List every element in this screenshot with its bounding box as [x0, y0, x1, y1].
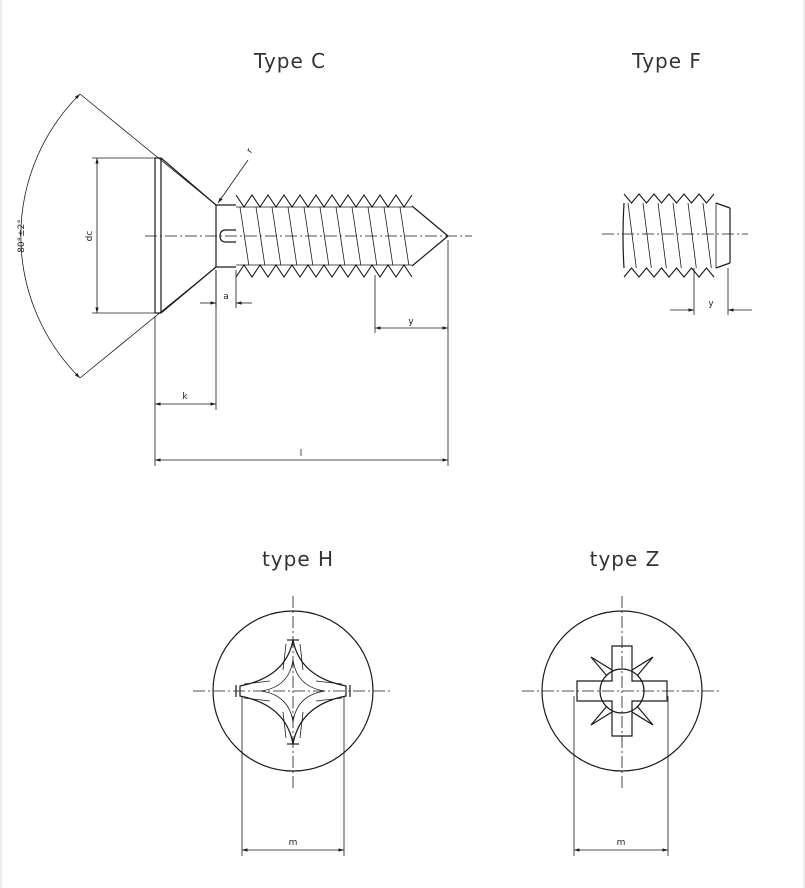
a-label: a — [223, 292, 229, 302]
type-f-y-label: y — [708, 299, 714, 309]
type-h-m-dimension: m — [241, 696, 345, 856]
l-label: l — [300, 449, 303, 459]
type-z-m-dimension: m — [573, 696, 669, 856]
r-label: r — [245, 147, 256, 155]
type-f-title: Type F — [631, 49, 702, 73]
type-c-title: Type C — [253, 49, 326, 73]
type-c-screw — [154, 157, 449, 314]
angle-label: 80°±2° — [17, 219, 27, 253]
type-h-title: type H — [262, 547, 334, 571]
type-c-y-label: y — [408, 317, 414, 327]
type-h-recess — [193, 596, 393, 788]
r-leader: r — [217, 147, 256, 204]
type-z-title: type Z — [590, 547, 661, 571]
dc-label: dc — [85, 231, 95, 242]
type-f-thread-flanks — [627, 202, 712, 269]
type-c-thread-bottom — [235, 264, 413, 278]
type-f-thread-top — [623, 193, 715, 204]
type-f-thread-bottom — [623, 267, 715, 278]
type-c-y-dimension: y — [374, 240, 449, 333]
type-z-m-label: m — [617, 838, 626, 848]
l-dimension: l — [154, 333, 449, 466]
type-f-screw — [622, 193, 731, 278]
k-label: k — [182, 392, 188, 402]
type-c-thread-top — [235, 194, 413, 208]
dc-dimension: dc — [85, 157, 155, 314]
angle-dimension: 80°±2° — [17, 93, 217, 379]
type-f-y-dimension: y — [670, 268, 752, 315]
k-dimension: k — [154, 270, 217, 410]
type-h-m-label: m — [289, 838, 298, 848]
type-z-recess — [522, 596, 722, 788]
a-dimension: a — [200, 270, 252, 308]
